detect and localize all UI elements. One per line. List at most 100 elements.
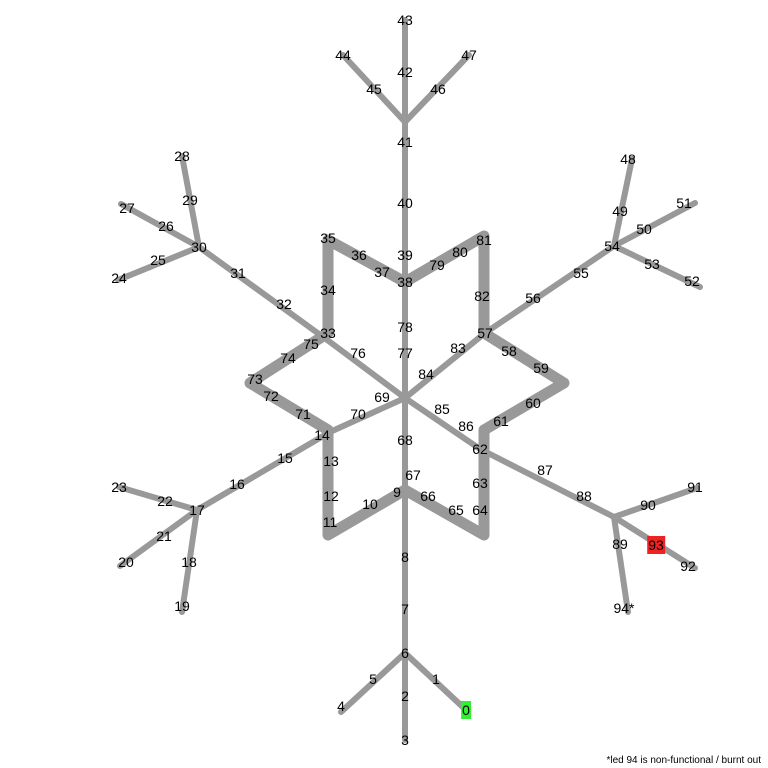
led-15-label: 15 [277,450,293,466]
led-27-label: 27 [119,200,135,216]
led-69-label: 69 [374,389,390,405]
led-19-label: 19 [174,598,190,614]
led-70-label: 70 [350,406,366,422]
led-49-label: 49 [612,203,628,219]
led-20-label: 20 [118,554,134,570]
led-87-label: 87 [537,462,553,478]
wire-segment [179,153,202,250]
led-59-label: 59 [533,360,549,376]
wire-segment [482,243,617,336]
led-58-label: 58 [501,343,517,359]
led-14-label: 14 [314,427,330,443]
led-16-label: 16 [229,476,245,492]
led-85-label: 85 [434,401,450,417]
wire-segment [116,484,200,513]
led-50-label: 50 [636,221,652,237]
led-5-label: 5 [369,671,377,687]
led-9-label: 9 [393,484,401,500]
led-60-label: 60 [525,395,541,411]
branch-wires [115,17,703,743]
led-90-label: 90 [640,497,656,513]
led-13-label: 13 [323,453,339,469]
led-34-label: 34 [320,282,336,298]
led-7-label: 7 [401,601,409,617]
led-57-label: 57 [477,325,493,341]
led-76-label: 76 [350,345,366,361]
star-outline [244,230,570,541]
led-73-label: 73 [247,371,263,387]
led-44-label: 44 [335,47,351,63]
led-32-label: 32 [276,296,292,312]
led-51-label: 51 [676,195,692,211]
led-78-label: 78 [397,319,413,335]
led-24-label: 24 [111,270,127,286]
wire-segment [118,201,202,250]
wire-segment [402,330,488,401]
wire-segment [327,395,408,435]
burnt-out-footnote: *led 94 is non-functional / burnt out [606,755,761,766]
led-41-label: 41 [397,134,413,150]
led-89-label: 89 [612,536,628,552]
led-91-label: 91 [687,479,703,495]
led-81-label: 81 [476,232,492,248]
led-2-label: 2 [401,688,409,704]
led-29-label: 29 [182,192,198,208]
led-65-label: 65 [448,502,464,518]
led-17-label: 17 [189,502,205,518]
led-21-label: 21 [156,528,172,544]
wire-segment [194,429,333,513]
led-88-label: 88 [576,488,592,504]
led-33-label: 33 [320,325,336,341]
wire-segment [117,507,200,569]
wire-segment [402,395,483,452]
led-26-label: 26 [158,218,174,234]
led-62-label: 62 [472,441,488,457]
led-45-label: 45 [366,81,382,97]
led-54-label: 54 [604,238,620,254]
led-28-label: 28 [174,148,190,164]
led-22-label: 22 [157,493,173,509]
wire-segment [611,514,631,615]
led-25-label: 25 [150,252,166,268]
led-61-label: 61 [493,413,509,429]
led-18-label: 18 [181,554,197,570]
led-94-label: 94* [613,600,635,616]
wire-segment [611,485,700,520]
led-37-label: 37 [374,264,390,280]
wire-segment [179,507,200,615]
led-11-label: 11 [322,514,338,530]
wire-segment [611,243,703,290]
led-40-label: 40 [397,195,413,211]
led-63-label: 63 [472,475,488,491]
led-53-label: 53 [644,256,660,272]
led-77-label: 77 [397,345,413,361]
led-35-label: 35 [320,230,336,246]
led-30-label: 30 [191,239,207,255]
led-84-label: 84 [418,366,434,382]
led-0-label: 0 [461,701,471,719]
led-55-label: 55 [573,265,589,281]
led-1-label: 1 [432,671,440,687]
led-4-label: 4 [337,698,345,714]
led-23-label: 23 [111,479,127,495]
star-outline-wires [244,230,570,541]
led-83-label: 83 [450,340,466,356]
wire-segment [402,650,469,713]
led-71-label: 71 [295,406,311,422]
led-12-label: 12 [323,488,339,504]
led-43-label: 43 [397,12,413,28]
led-48-label: 48 [620,151,636,167]
led-42-label: 42 [397,64,413,80]
led-93-label: 93 [647,536,665,554]
wire-segment [611,200,698,249]
wire-segment [338,650,408,715]
led-67-label: 67 [405,467,421,483]
wire-segment [402,52,472,125]
wire-segment [477,446,617,520]
led-36-label: 36 [351,247,367,263]
led-66-label: 66 [420,488,436,504]
led-6-label: 6 [401,645,409,661]
led-68-label: 68 [397,432,413,448]
